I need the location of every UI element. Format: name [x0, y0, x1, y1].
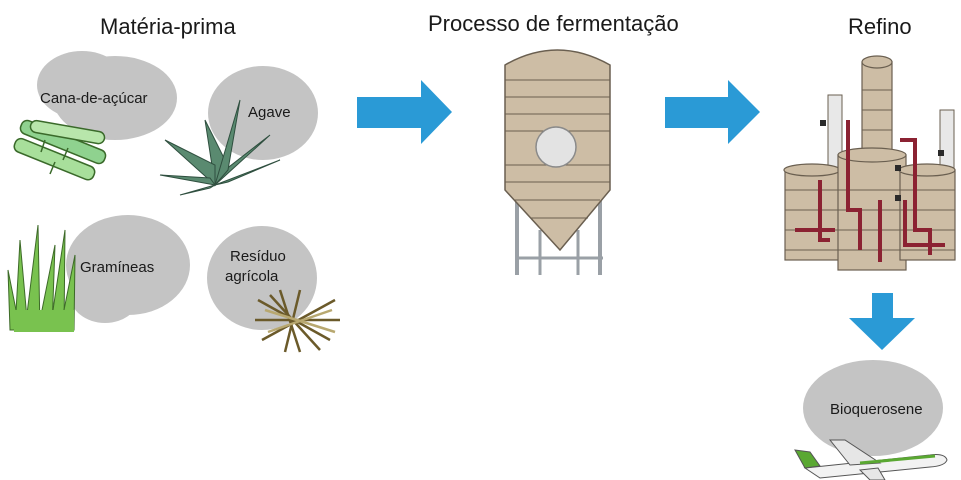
blob-residue: [207, 226, 317, 330]
blob-product: [803, 360, 943, 456]
label-grasses: Gramíneas: [80, 259, 155, 276]
heading-refining: Refino: [848, 14, 912, 39]
heading-raw-material: Matéria-prima: [100, 14, 236, 39]
refinery-icon: [783, 55, 956, 271]
fermentation-tank-icon: [504, 49, 611, 275]
heading-fermentation: Processo de fermentação: [428, 11, 679, 36]
arrow-to-fermentation: [357, 80, 452, 144]
label-agave: Agave: [248, 104, 291, 121]
blob-sugarcane: [37, 51, 177, 140]
label-residue-line1: Resíduo: [230, 248, 286, 265]
blob-grasses: [66, 215, 190, 323]
arrow-to-refining: [665, 80, 760, 144]
label-sugarcane: Cana-de-açúcar: [40, 90, 148, 107]
sugarcane-icon: [13, 119, 107, 181]
label-product: Bioquerosene: [830, 401, 923, 418]
airplane-icon: [794, 439, 948, 480]
residue-icon: [255, 289, 340, 353]
grass-icon: [7, 224, 76, 332]
blob-agave: [208, 66, 318, 160]
label-residue-line2: agrícola: [225, 268, 279, 285]
arrow-to-product: [849, 293, 915, 350]
agave-icon: [159, 99, 281, 196]
